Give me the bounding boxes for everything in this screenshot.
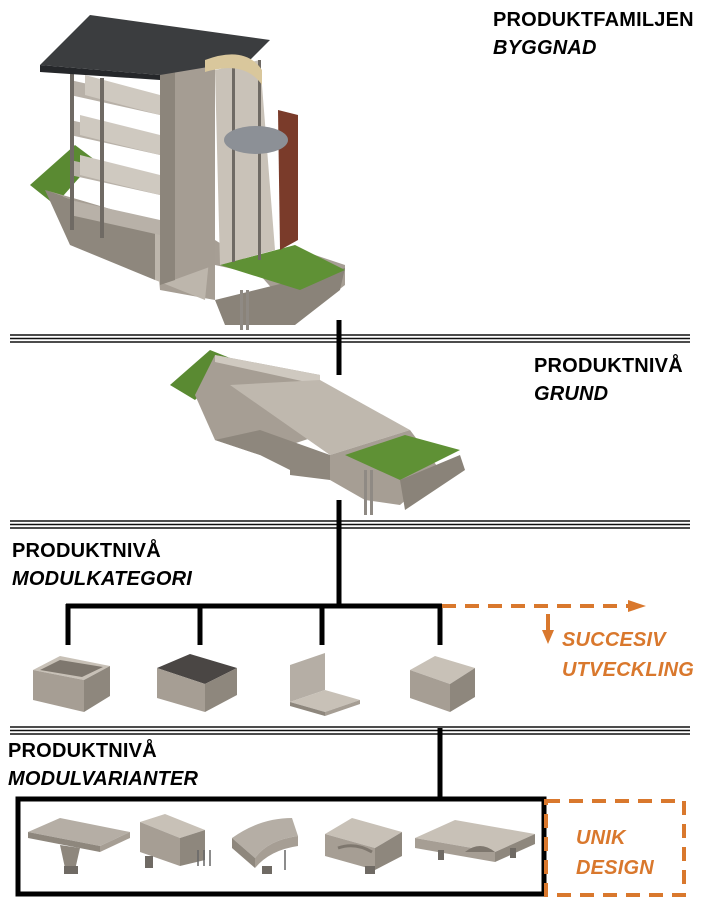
succesiv-arrows	[442, 600, 646, 644]
module-category-2	[157, 654, 237, 712]
level-varianter-label: PRODUKTNIVÅ MODULVARIANTER	[8, 737, 198, 793]
module-variant-5	[415, 820, 535, 862]
level-varianter-subtitle: MODULVARIANTER	[8, 768, 199, 790]
level-grund-title: PRODUKTNIVÅ	[534, 355, 683, 377]
unik-line2: DESIGN	[576, 857, 654, 879]
module-variant-4	[325, 818, 402, 874]
level-kategori-title: PRODUKTNIVÅ	[12, 540, 161, 562]
level-varianter-title: PRODUKTNIVÅ	[8, 740, 157, 762]
module-variant-2	[140, 814, 211, 868]
level-grund-label: PRODUKTNIVÅ GRUND	[534, 352, 683, 408]
level-family-label: PRODUKTFAMILJEN BYGGNAD	[493, 6, 694, 62]
level-grund-subtitle: GRUND	[534, 383, 609, 405]
level-kategori-label: PRODUKTNIVÅ MODULKATEGORI	[12, 537, 192, 593]
unik-line1: UNIK	[576, 827, 626, 849]
module-category-3	[290, 653, 360, 716]
succesiv-line1: SUCCESIV	[562, 629, 666, 651]
module-category-4	[410, 656, 475, 712]
succesiv-line2: UTVECKLING	[562, 659, 694, 681]
separator-3	[10, 726, 690, 735]
separator-2	[10, 520, 690, 529]
grund-illustration	[170, 350, 465, 515]
module-variant-1	[28, 818, 130, 874]
level-family-title: PRODUKTFAMILJEN	[493, 9, 694, 31]
unik-design-label: UNIK DESIGN	[576, 823, 654, 883]
module-variant-3	[232, 818, 298, 874]
building-illustration	[30, 15, 345, 330]
category-tree	[65, 603, 443, 645]
succesiv-utveckling-label: SUCCESIV UTVECKLING	[562, 625, 694, 685]
level-kategori-subtitle: MODULKATEGORI	[12, 568, 192, 590]
module-category-1	[33, 656, 110, 712]
level-family-subtitle: BYGGNAD	[493, 37, 597, 59]
unik-design-box	[544, 799, 686, 897]
separator-1	[10, 334, 690, 343]
